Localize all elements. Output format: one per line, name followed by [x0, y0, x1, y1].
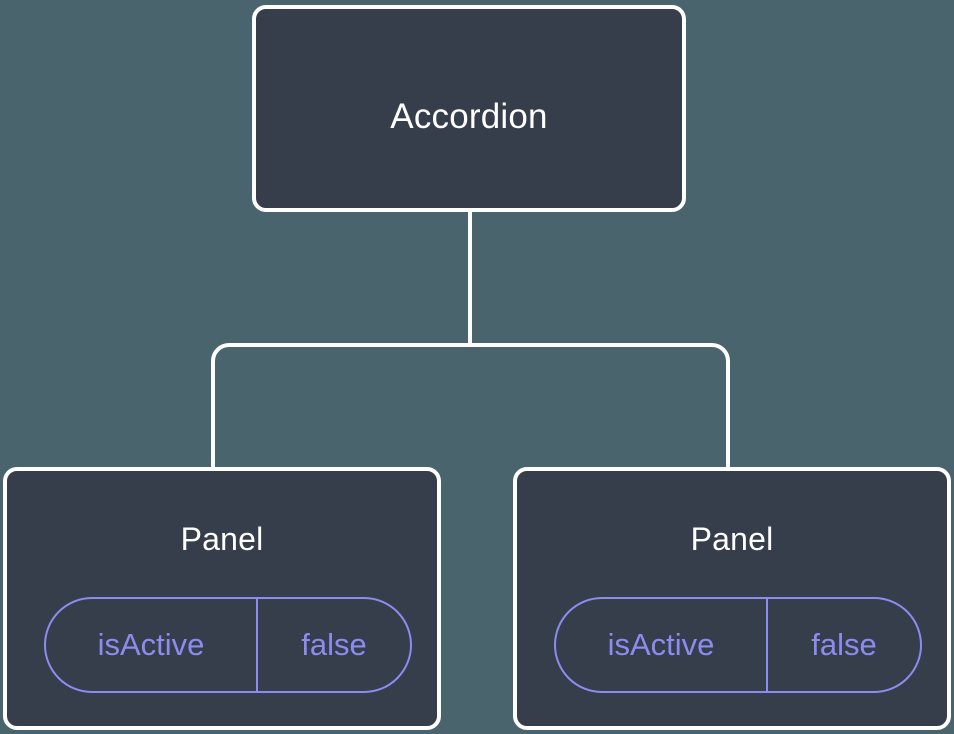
node-accordion-title: Accordion [390, 97, 548, 136]
node-panel-1-title: Panel [690, 521, 774, 557]
prop-value-isactive-1: false [766, 599, 920, 691]
prop-key-isactive-0: isActive [97, 627, 205, 662]
node-panel-1[interactable]: Panel isActive false [513, 467, 951, 730]
prop-value-isactive-0: false [256, 599, 410, 691]
prop-pill-isactive-0[interactable]: isActive false [44, 597, 412, 693]
node-panel-0-title: Panel [180, 521, 264, 557]
prop-key-isactive-1: isActive [607, 627, 715, 662]
edge-root-to-panel-0 [211, 343, 470, 469]
node-panel-0[interactable]: Panel isActive false [3, 467, 441, 730]
node-accordion[interactable]: Accordion [252, 5, 686, 212]
edge-root-to-panel-1 [470, 343, 730, 469]
prop-pill-isactive-1[interactable]: isActive false [554, 597, 922, 693]
